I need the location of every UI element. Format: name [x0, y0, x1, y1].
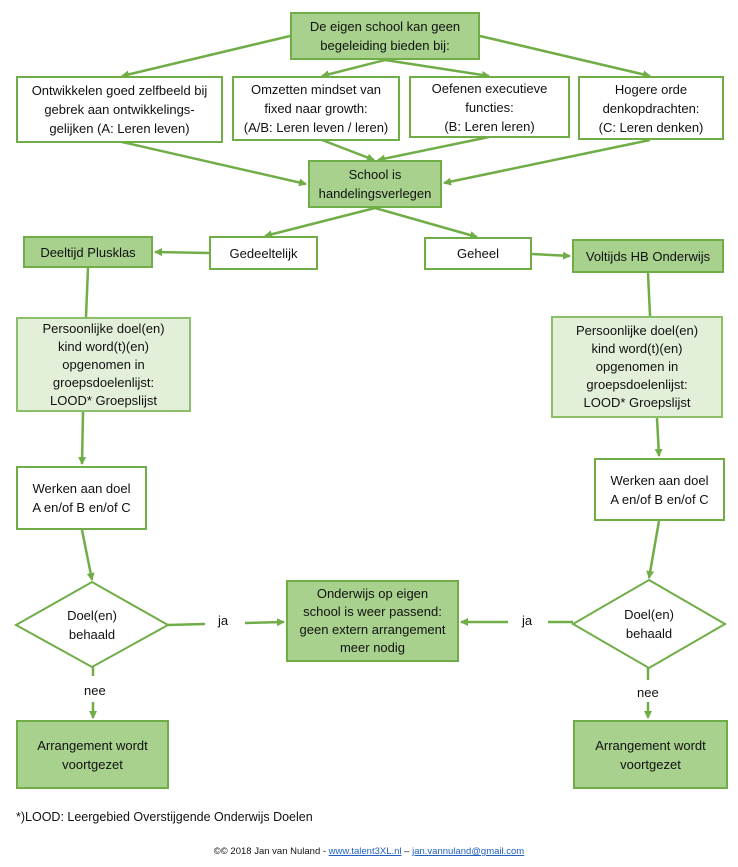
edge-work-decision-right: [646, 520, 661, 579]
need-node-higher-order: Hogere orde denkopdrachten: (C: Leren de…: [578, 76, 724, 140]
work-text-left: Werken aan doel A en/of B en/of C: [32, 481, 131, 515]
edge-top-need2: [321, 58, 386, 79]
fulltime-hb-node: Voltijds HB Onderwijs: [572, 239, 724, 273]
continue-text-right: Arrangement wordt voortgezet: [595, 737, 706, 772]
full-text: Geheel: [457, 246, 499, 261]
partial-text: Gedeeltelijk: [229, 245, 298, 261]
edge-label-no-left: nee: [84, 683, 106, 698]
edge-goals-work-left: [78, 411, 87, 465]
footer: ©© 2018 Jan van Nuland - www.talent3XL.n…: [0, 846, 738, 857]
start-node-text: De eigen school kan geen begeleiding bie…: [309, 19, 461, 53]
need-node-text: Omzetten mindset van fixed naar growth: …: [243, 82, 389, 135]
edge-ja-center-left: [244, 618, 285, 627]
need-node-self-image: Ontwikkelen goed zelfbeeld bij gebrek aa…: [16, 76, 223, 143]
school-helpless-node: School is handelingsverlegen: [308, 160, 442, 208]
decision-text-right: Doel(en) behaald: [624, 607, 674, 641]
continue-text-left: Arrangement wordt voortgezet: [37, 737, 148, 772]
start-node: De eigen school kan geen begeleiding bie…: [290, 12, 480, 60]
edge-school-partial: [264, 206, 376, 239]
edge-work-decision-left: [80, 529, 95, 581]
need-node-executive: Oefenen executieve functies: (B: Leren l…: [409, 76, 570, 138]
edge-top-need3: [384, 58, 490, 79]
edge-label-yes-right: ja: [522, 613, 533, 628]
decision-diamond-left: [13, 580, 171, 669]
goals-node-left: Persoonlijke doel(en) kind word(t)(en) o…: [16, 317, 191, 412]
footnote: *)LOOD: Leergebied Overstijgende Onderwi…: [16, 810, 313, 824]
decision-diamond-right: [571, 578, 727, 670]
work-text-right: Werken aan doel A en/of B en/of C: [610, 472, 709, 507]
edge-parttime-goals-left: [84, 267, 90, 318]
edge-need4-school: [443, 138, 651, 186]
need-node-mindset: Omzetten mindset van fixed naar growth: …: [232, 76, 400, 141]
edge-full-fulltime: [531, 251, 571, 260]
continue-node-left: Arrangement wordt voortgezet: [16, 720, 169, 789]
edge-top-need1: [121, 34, 291, 79]
edge-need3-school: [377, 135, 490, 163]
footer-website-link[interactable]: www.talent3XL.nl: [328, 846, 402, 857]
need-node-text: Hogere orde denkopdrachten: (C: Leren de…: [598, 81, 704, 135]
work-node-right: Werken aan doel A en/of B en/of C: [594, 458, 725, 521]
edge-fulltime-goals-right: [646, 272, 652, 317]
edge-label-yes-left: ja: [218, 613, 229, 628]
edge-school-full: [374, 206, 478, 239]
goals-node-right: Persoonlijke doel(en) kind word(t)(en) o…: [551, 316, 723, 418]
full-node: Geheel: [424, 237, 532, 270]
decision-text-left: Doel(en) behaald: [67, 608, 117, 642]
edge-decision-left-ja: [167, 622, 206, 627]
footer-email-link[interactable]: jan.vannuland@gmail.com: [412, 846, 525, 857]
need-node-text: Oefenen executieve functies: (B: Leren l…: [431, 80, 548, 134]
partial-node: Gedeeltelijk: [209, 236, 318, 270]
edge-need2-school: [321, 138, 375, 162]
edge-top-need4: [479, 34, 651, 79]
edge-partial-parttime: [154, 248, 210, 257]
footer-separator: –: [401, 846, 413, 857]
edge-need1-school: [121, 140, 307, 187]
fulltime-hb-text: Voltijds HB Onderwijs: [585, 248, 711, 264]
edge-goals-work-right: [654, 417, 663, 457]
continue-node-right: Arrangement wordt voortgezet: [573, 720, 728, 789]
edge-label-no-right: nee: [637, 685, 659, 700]
footer-copyright: ©© 2018 Jan van Nuland -: [213, 846, 329, 857]
need-node-text: Ontwikkelen goed zelfbeeld bij gebrek aa…: [31, 83, 208, 136]
work-node-left: Werken aan doel A en/of B en/of C: [16, 466, 147, 530]
parttime-plusklas-node: Deeltijd Plusklas: [23, 236, 153, 268]
goals-text-left: Persoonlijke doel(en) kind word(t)(en) o…: [42, 320, 165, 408]
center-success-text: Onderwijs op eigen school is weer passen…: [299, 586, 446, 655]
parttime-plusklas-text: Deeltijd Plusklas: [40, 244, 136, 260]
center-success-node: Onderwijs op eigen school is weer passen…: [286, 580, 459, 662]
school-helpless-text: School is handelingsverlegen: [318, 167, 432, 201]
goals-text-right: Persoonlijke doel(en) kind word(t)(en) o…: [575, 323, 699, 410]
